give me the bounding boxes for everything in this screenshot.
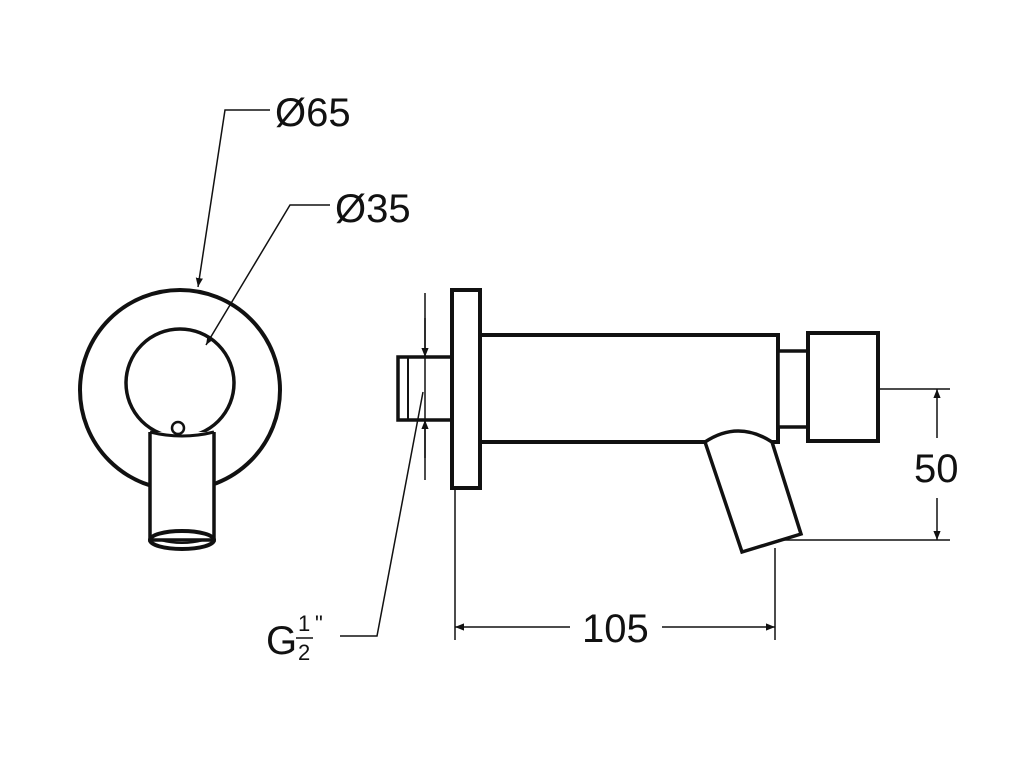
leader-inner-diameter <box>205 204 330 346</box>
inner-diameter-label: Ø35 <box>335 187 411 231</box>
spout-outlet-ellipse <box>148 529 216 551</box>
spout-front <box>148 432 216 542</box>
thread-dimension <box>340 293 429 637</box>
thread-denominator: 2 <box>298 640 310 665</box>
wall-flange <box>450 288 482 490</box>
height-label: 50 <box>914 447 959 491</box>
height-dimension <box>778 388 950 541</box>
leader-outer-diameter <box>195 109 270 288</box>
thread-letter: G <box>266 619 297 663</box>
side-view <box>396 288 880 555</box>
thread-numerator: 1 <box>298 611 310 636</box>
spout-top-arc <box>149 430 215 438</box>
spout-side <box>703 441 804 555</box>
outer-diameter-label: Ø65 <box>275 91 351 135</box>
front-view <box>78 109 330 551</box>
inner-body-circle <box>124 327 236 439</box>
button-hole <box>170 420 186 436</box>
thread-label: G 1 2 " <box>266 611 323 665</box>
length-label: 105 <box>582 607 649 651</box>
spout-side-top <box>704 429 773 444</box>
outlet-aerator-mark <box>159 539 205 544</box>
thread-unit: " <box>315 611 323 636</box>
push-button <box>806 331 880 443</box>
body-tube <box>478 333 780 444</box>
length-dimension <box>454 488 776 640</box>
neck-ring <box>776 349 810 429</box>
leader-thread <box>340 391 424 637</box>
